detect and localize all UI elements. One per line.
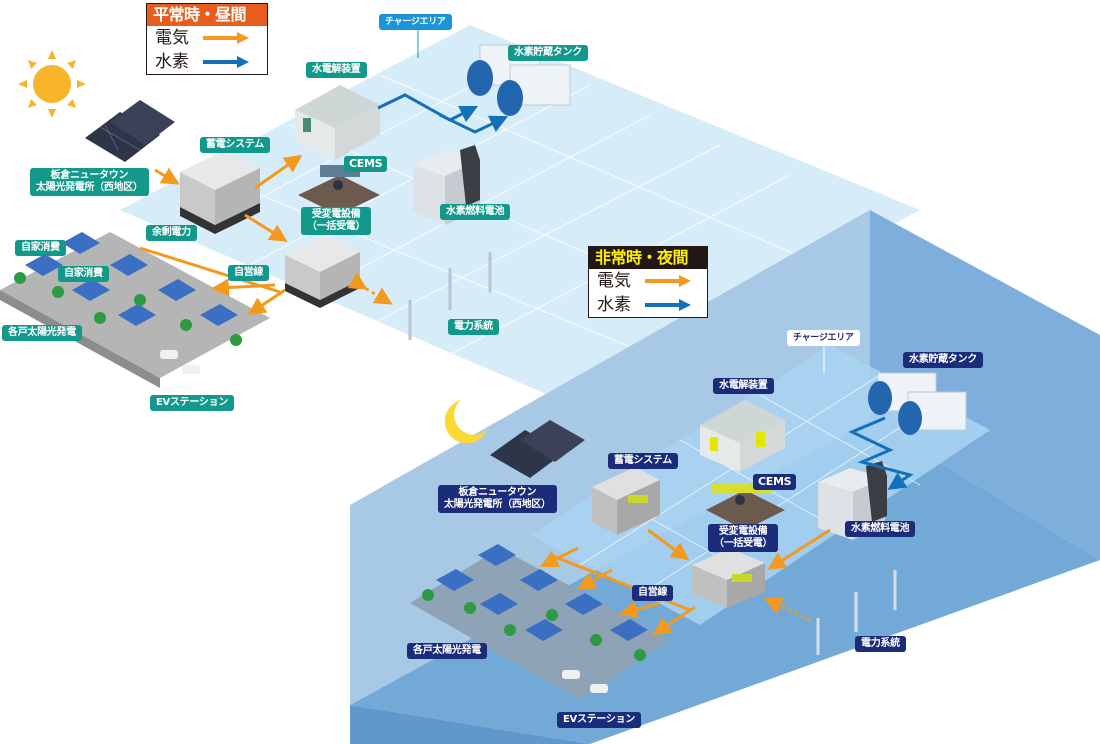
night-private-line-label: 自営線 (632, 585, 674, 601)
night-substation-line2: （一括受電） (714, 538, 773, 549)
night-cems-label: CEMS (753, 474, 797, 490)
night-solar-plant-label: 板倉ニュータウン 太陽光発電所（西地区） (438, 485, 557, 513)
day-ev-station-label: EVステーション (150, 395, 234, 411)
day-grid-label: 電力系統 (448, 319, 499, 335)
legend-hydrogen: 水素 (147, 50, 267, 74)
night-hydrogen-tanks (868, 372, 967, 435)
night-legend: 非常時・夜間 電気 水素 (588, 246, 708, 318)
night-fuel-cell-label: 水素燃料電池 (845, 521, 916, 537)
day-electrolyzer-building (295, 85, 380, 160)
day-substation-line2: （一括受電） (307, 221, 366, 232)
night-cems-desk (706, 483, 785, 530)
night-substation-line1: 受変電設備 (718, 526, 768, 537)
night-box-front-bottom (350, 705, 590, 744)
day-battery-unit (180, 150, 260, 234)
day-self-consumption-1: 自家消費 (15, 240, 66, 256)
sun-icon (18, 50, 86, 118)
day-charge-area-label: チャージエリア (379, 14, 452, 30)
day-substation-unit (285, 235, 360, 308)
night-hydrogen-arrows (848, 416, 914, 490)
legend-electricity: 電気 (589, 269, 707, 293)
day-solar-plant-label: 板倉ニュータウン 太陽光発電所（西地区） (30, 168, 149, 196)
day-hydrogen-arrows (377, 93, 509, 134)
night-solar-plant-line1: 板倉ニュータウン (458, 487, 537, 498)
night-residential-block (410, 544, 670, 700)
night-battery-unit (592, 467, 660, 535)
night-grid-label: 電力系統 (855, 636, 906, 652)
blue-arrow-icon (203, 56, 249, 68)
night-box-back-right (870, 210, 1100, 560)
day-substation-line1: 受変電設備 (311, 209, 361, 220)
day-electricity-arrows (139, 154, 393, 315)
legend-hydrogen: 水素 (589, 293, 707, 317)
day-house-solar-label: 各戸太陽光発電 (2, 325, 82, 341)
night-legend-title: 非常時・夜間 (589, 247, 707, 269)
day-cems-label: CEMS (344, 156, 388, 172)
day-solar-plant-line1: 板倉ニュータウン (50, 170, 129, 181)
legend-hydrogen-label: 水素 (597, 295, 631, 315)
night-power-towers (816, 570, 897, 655)
night-electrolyzer-building (700, 400, 785, 472)
day-private-line-label: 自営線 (228, 265, 270, 281)
day-hydrogen-tanks (467, 44, 571, 116)
night-solar-plant-line2: 太陽光発電所（西地区） (444, 499, 551, 510)
night-h2-tank-label: 水素貯蔵タンク (903, 352, 983, 368)
night-battery-label: 蓄電システム (608, 453, 678, 469)
day-solar-panels (85, 100, 175, 162)
night-solar-panels (490, 420, 585, 478)
blue-arrow-icon (645, 299, 691, 311)
night-charge-area-label: チャージエリア (787, 330, 860, 346)
day-power-towers (408, 252, 492, 340)
day-solar-plant-line2: 太陽光発電所（西地区） (36, 182, 143, 193)
day-surplus-label: 余剰電力 (146, 225, 197, 241)
night-substation-label: 受変電設備 （一括受電） (708, 524, 779, 552)
day-self-consumption-2: 自家消費 (58, 266, 109, 282)
night-ev-station-label: EVステーション (557, 712, 641, 728)
day-electrolyzer-label: 水電解装置 (306, 62, 367, 78)
legend-electricity-label: 電気 (597, 271, 631, 291)
night-house-solar-label: 各戸太陽光発電 (407, 643, 487, 659)
orange-arrow-icon (203, 32, 249, 44)
night-substation-unit (692, 548, 765, 608)
day-substation-label: 受変電設備 （一括受電） (301, 207, 372, 235)
night-electrolyzer-label: 水電解装置 (713, 378, 774, 394)
moon-icon (444, 400, 487, 444)
legend-hydrogen-label: 水素 (155, 52, 189, 72)
day-legend-title: 平常時・昼間 (147, 4, 267, 26)
day-fuel-cell-label: 水素燃料電池 (440, 204, 511, 220)
day-legend: 平常時・昼間 電気 水素 (146, 3, 268, 75)
legend-electricity-label: 電気 (155, 28, 189, 48)
day-h2-tank-label: 水素貯蔵タンク (508, 45, 588, 61)
day-battery-label: 蓄電システム (200, 137, 270, 153)
legend-electricity: 電気 (147, 26, 267, 50)
orange-arrow-icon (645, 275, 691, 287)
